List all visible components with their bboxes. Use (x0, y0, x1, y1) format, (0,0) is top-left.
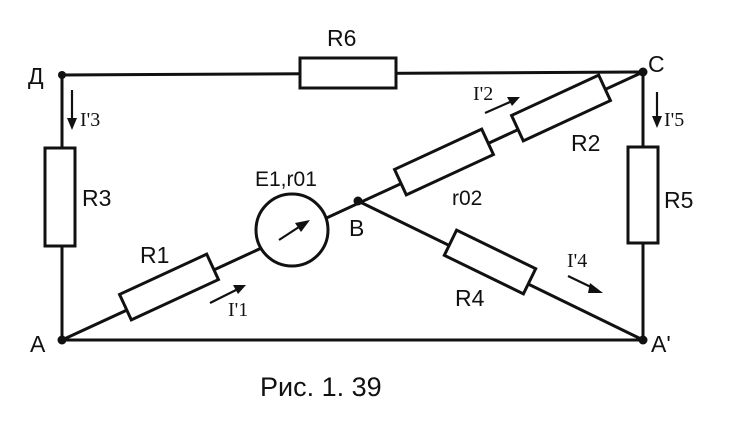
resistor-r2 (509, 73, 613, 143)
node-dot-a (57, 335, 67, 345)
current-i4-arrow (567, 275, 594, 289)
node-label-a-prime: A' (651, 331, 671, 357)
resistor-r6 (298, 56, 398, 90)
current-label-i5: I'5 (664, 109, 684, 131)
emf-source-circle (254, 192, 330, 268)
resistor-r3 (43, 146, 77, 248)
figure-caption: Рис. 1. 39 (260, 372, 382, 402)
source-label-e1-r01: E1,r01 (255, 168, 317, 191)
current-i2-arrow (484, 100, 511, 115)
node-dot-c (638, 67, 648, 77)
current-i5-arrowhead (652, 116, 662, 128)
emf-arrowhead (295, 220, 310, 232)
current-label-i1: I'1 (228, 299, 248, 321)
current-label-i4: I'4 (567, 250, 587, 272)
resistor-label-r5: R5 (664, 187, 693, 213)
current-i4-arrowhead (588, 283, 603, 293)
node-label-a: A (30, 331, 46, 357)
resistor-r5 (626, 145, 660, 245)
node-label-d: Д (28, 63, 44, 89)
current-i1-arrowhead (233, 285, 246, 294)
resistor-label-r4: R4 (455, 285, 485, 311)
current-i1-arrow (209, 289, 237, 304)
resistor-r4 (442, 228, 538, 296)
current-label-i3: I'3 (80, 109, 100, 131)
resistor-label-r3: R3 (82, 185, 111, 211)
resistor-label-r2: R2 (571, 130, 600, 156)
resistor-r02 (392, 127, 496, 197)
node-dot-a-prime (638, 335, 648, 345)
node-dot-b (353, 196, 363, 206)
node-dot-d (58, 71, 66, 79)
resistor-label-r6: R6 (327, 25, 356, 51)
current-label-i2: I'2 (473, 83, 493, 105)
node-label-b: B (349, 215, 364, 241)
node-label-c: C (648, 51, 665, 77)
resistor-label-r02: r02 (452, 187, 482, 210)
current-i3-arrowhead (67, 118, 77, 130)
resistor-label-r1: R1 (140, 242, 169, 268)
current-i2-arrowhead (507, 97, 520, 106)
resistor-r1 (117, 252, 221, 322)
